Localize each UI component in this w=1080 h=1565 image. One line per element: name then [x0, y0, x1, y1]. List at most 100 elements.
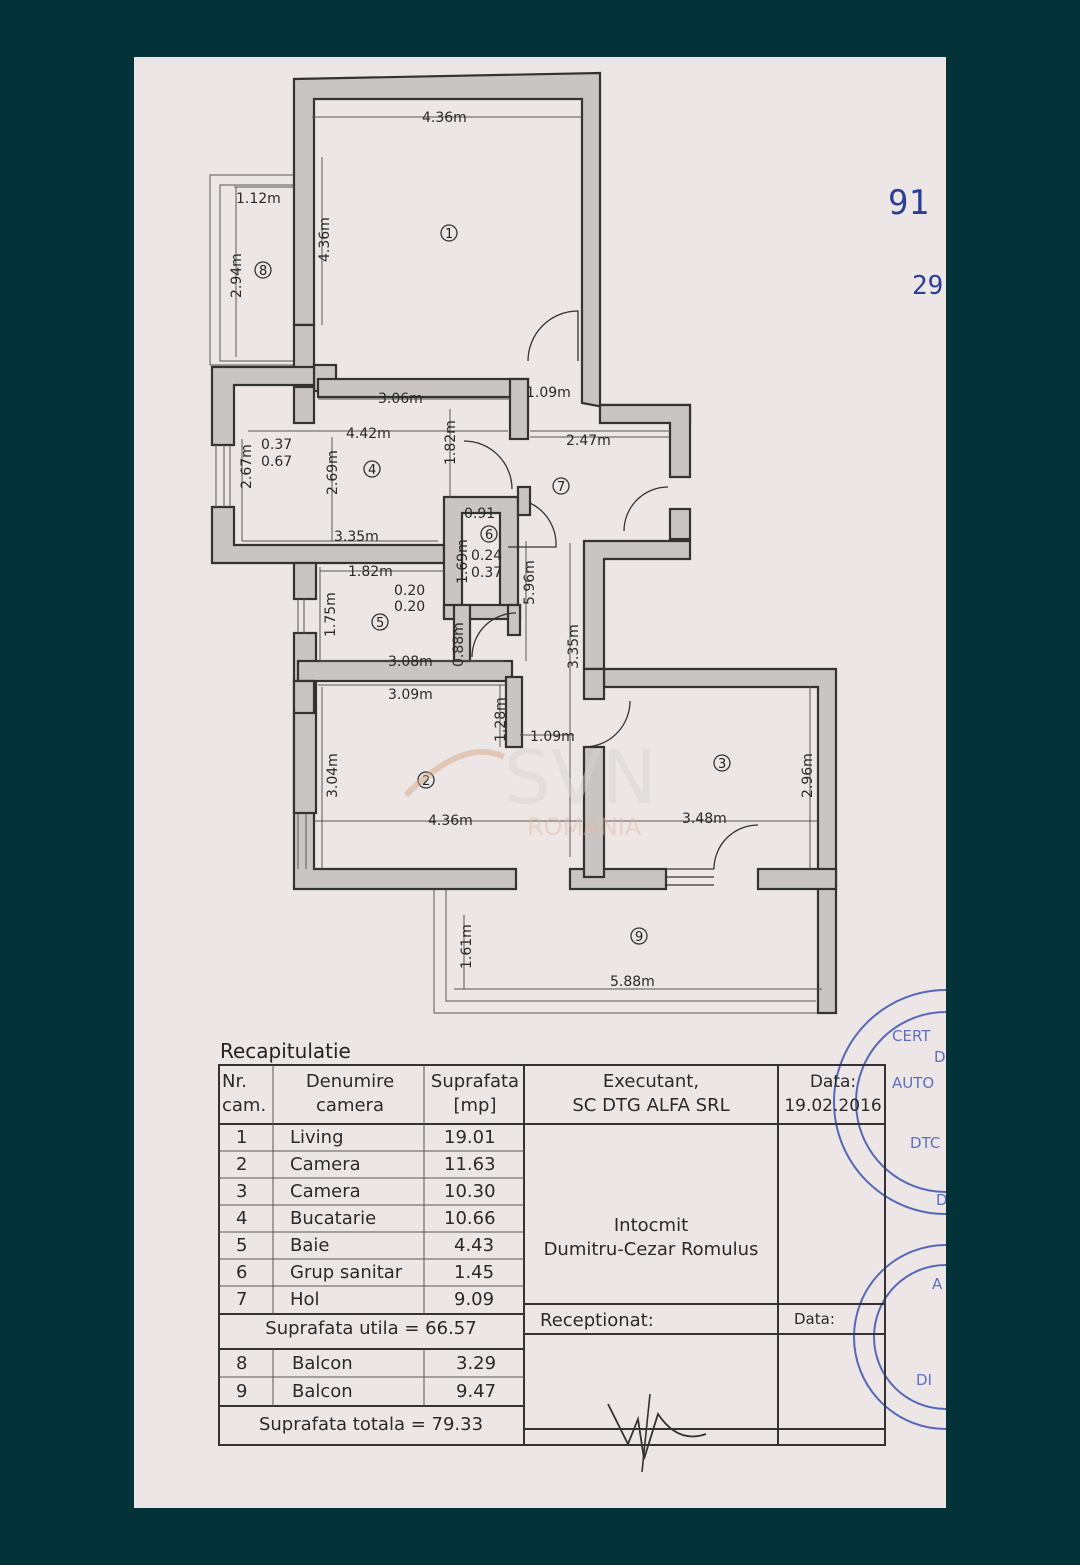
- received-label: Receptionat:: [540, 1310, 654, 1331]
- side-mark-bottom: 29: [912, 271, 943, 301]
- received-date-label: Data:: [794, 1310, 835, 1328]
- wall-hall-right: [582, 539, 692, 671]
- balcony-9-outline: [433, 887, 825, 1014]
- header-name: Denumire camera: [280, 1070, 420, 1118]
- door-room-1: [527, 310, 579, 362]
- table-row: 2 Camera 11.63: [218, 1154, 524, 1181]
- balcony-9-inner: [445, 887, 816, 1002]
- svg-text:5: 5: [376, 616, 384, 631]
- svg-text:4: 4: [368, 463, 376, 478]
- useful-area: Suprafata utila = 66.57: [265, 1318, 477, 1339]
- wall-bath-top-left: [292, 561, 318, 601]
- official-stamps: CERT D AUTO DTC D A DI: [833, 989, 946, 1430]
- wall-room-3-top: [602, 667, 838, 1015]
- room-nr: 2: [236, 1154, 248, 1175]
- dim-label: 5.96m: [522, 560, 538, 605]
- wall-room-1: [292, 71, 692, 425]
- table-row: 8 Balcon 3.29: [218, 1353, 524, 1380]
- stamp-text: CERT: [892, 1027, 931, 1045]
- dim-label: 1.75m: [323, 592, 339, 637]
- svg-text:7: 7: [557, 480, 565, 495]
- room-marker-3: 3: [713, 754, 731, 772]
- dim-label: 2.94m: [229, 253, 245, 298]
- room-marker-9: 9: [630, 927, 648, 945]
- room-marker-2: 2: [417, 771, 435, 789]
- executant-label: Executant,: [602, 1071, 700, 1092]
- header-nr-line2: cam.: [222, 1095, 267, 1116]
- wall-hall-right-stub: [668, 507, 692, 541]
- room-area: 9.09: [454, 1289, 495, 1310]
- svg-text:2: 2: [422, 774, 430, 789]
- dim-label: 0.24: [471, 548, 502, 564]
- room-area: 10.30: [444, 1181, 496, 1202]
- watermark-swoosh: [403, 748, 506, 798]
- stamp-circle-2: [853, 1244, 946, 1430]
- drawn-by-name: Dumitru-Cezar Romulus: [543, 1239, 759, 1260]
- stamp-circle-1-inner: [855, 1011, 946, 1193]
- room-area: 19.01: [444, 1127, 496, 1148]
- stamp-circle-2-inner: [873, 1264, 946, 1410]
- header-nr: Nr. cam.: [222, 1070, 266, 1118]
- header-area-line2: [mp]: [453, 1095, 497, 1116]
- door-entrance: [623, 486, 669, 532]
- walls: [210, 71, 838, 1015]
- room-marker-8: 8: [254, 261, 272, 279]
- dim-label: 0.67: [261, 454, 292, 470]
- wall-room-3-stub: [582, 667, 606, 701]
- table-row: 7 Hol 9.09: [218, 1289, 524, 1316]
- balcony-name: Balcon: [292, 1353, 353, 1374]
- total-area: Suprafata totala = 79.33: [258, 1414, 484, 1435]
- room-nr: 4: [236, 1208, 248, 1229]
- wall-bath-right-2: [506, 603, 522, 637]
- dim-label: 3.48m: [682, 811, 727, 827]
- recap-table-grid: [218, 1064, 886, 1446]
- header-name-line2: camera: [316, 1095, 384, 1116]
- dim-label: 4.36m: [422, 110, 467, 126]
- recap-table: Nr. cam. Denumire camera Suprafata [mp] …: [218, 1064, 888, 1473]
- room-area: 4.43: [454, 1235, 495, 1256]
- stamp-text: DI: [916, 1371, 932, 1389]
- executant: Executant, SC DTG ALFA SRL: [524, 1070, 778, 1118]
- balcony-nr: 9: [236, 1381, 248, 1402]
- header-area-line1: Suprafata: [430, 1071, 520, 1092]
- stamp-text: DTC: [910, 1134, 940, 1152]
- dim-label: 2.96m: [800, 753, 816, 798]
- table-row: 3 Camera 10.30: [218, 1181, 524, 1208]
- drawn-by-label: Intocmit: [613, 1215, 689, 1236]
- floor-plan: 4.36m 4.36m 1.12m 2.94m 3.06m 1.09m 4.42…: [209, 71, 946, 1430]
- table-row: 6 Grup sanitar 1.45: [218, 1262, 524, 1289]
- header-area: Suprafata [mp]: [426, 1070, 524, 1118]
- room-area: 11.63: [444, 1154, 496, 1175]
- side-mark-top: 91: [888, 183, 929, 223]
- room-marker-6: 6: [480, 525, 498, 543]
- window-lines: [215, 445, 307, 869]
- room-marker-1: 1: [440, 224, 458, 242]
- dim-label: 3.35m: [334, 529, 379, 545]
- stamp-text: D: [936, 1191, 946, 1209]
- dim-label: 0.88m: [451, 622, 467, 667]
- dim-label: 1.09m: [530, 729, 575, 745]
- room-numbers: 1 2 3 4 5 6 7 8 9: [254, 224, 731, 945]
- dim-label: 1.82m: [348, 564, 393, 580]
- balcony-area: 3.29: [456, 1353, 497, 1374]
- door-kitchen: [463, 440, 513, 490]
- dim-label: 3.09m: [388, 687, 433, 703]
- dim-label: 4.36m: [317, 217, 333, 262]
- room-name: Grup sanitar: [290, 1262, 403, 1283]
- room-nr: 6: [236, 1262, 248, 1283]
- room-nr: 1: [236, 1127, 248, 1148]
- dim-label: 3.08m: [388, 654, 433, 670]
- room-area: 1.45: [454, 1262, 495, 1283]
- balcony-area: 9.47: [456, 1381, 497, 1402]
- wall-kitchen-stub: [292, 385, 316, 425]
- watermark-logo: SVN: [504, 735, 657, 821]
- watermark: SVN ROMANIA: [403, 735, 657, 841]
- header-name-line1: Denumire: [305, 1071, 395, 1092]
- dim-label: 1.28m: [493, 697, 509, 742]
- dim-label: 3.06m: [378, 391, 423, 407]
- table-row: 5 Baie 4.43: [218, 1235, 524, 1262]
- table-row: 9 Balcon 9.47: [218, 1381, 524, 1408]
- room-name: Hol: [290, 1289, 320, 1310]
- table-row: 4 Bucatarie 10.66: [218, 1208, 524, 1235]
- door-wc: [508, 502, 557, 548]
